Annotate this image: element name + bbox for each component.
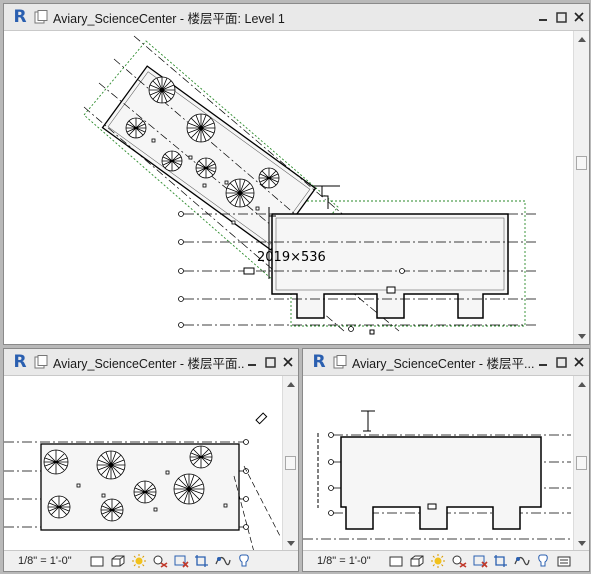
close-icon[interactable] [571, 354, 587, 370]
crop-view-icon[interactable] [471, 554, 488, 568]
main-view-title: Aviary_ScienceCenter - 楼层平面: Level 1 [53, 11, 285, 26]
bottom-right-plan-canvas[interactable] [303, 376, 573, 552]
main-view-window[interactable]: R Aviary_ScienceCenter - 楼层平面: Level 1 [3, 3, 590, 345]
detail-level-icon[interactable] [88, 554, 105, 568]
revit-logo-icon: R [312, 352, 326, 372]
view-scale[interactable]: 1/8" = 1'-0" [18, 555, 72, 567]
bottom-left-titlebar[interactable]: R Aviary_ScienceCenter - 楼层平面... [4, 349, 298, 376]
view-scale[interactable]: 1/8" = 1'-0" [317, 555, 371, 567]
visual-style-icon[interactable] [408, 554, 425, 568]
grid-bubbles [243, 439, 249, 530]
column-markers [151, 138, 260, 225]
restore-icon[interactable] [262, 354, 278, 370]
grid-bubbles [328, 432, 334, 516]
crop-region-boundary [83, 40, 526, 327]
bottom-left-plan-canvas[interactable] [4, 376, 282, 552]
scroll-thumb[interactable] [576, 456, 587, 470]
entry-marker [255, 412, 268, 425]
view-document-icon [333, 355, 347, 369]
bottom-right-titlebar[interactable]: R Aviary_ScienceCenter - 楼层平... [303, 349, 589, 376]
scroll-up-arrow-icon[interactable] [283, 378, 298, 390]
main-vertical-scrollbar[interactable] [573, 31, 589, 344]
dimension-label[interactable]: 2019×536 [257, 250, 326, 265]
temporary-hide-icon[interactable] [235, 554, 252, 568]
main-view-titlebar[interactable]: R Aviary_ScienceCenter - 楼层平面: Level 1 [4, 4, 589, 31]
temporary-hide-icon[interactable] [534, 554, 551, 568]
close-icon[interactable] [571, 9, 587, 25]
entry-features [243, 185, 396, 335]
horizontal-grid-lines [184, 213, 536, 326]
shadows-icon[interactable] [151, 554, 168, 568]
show-crop-icon[interactable] [492, 554, 509, 568]
sun-path-icon[interactable] [130, 554, 147, 568]
bottom-left-view-window[interactable]: R Aviary_ScienceCenter - 楼层平面... [3, 348, 299, 572]
minimize-icon[interactable] [535, 9, 551, 25]
restore-icon[interactable] [553, 9, 569, 25]
view-document-icon [34, 355, 48, 369]
shadows-icon[interactable] [450, 554, 467, 568]
sun-path-icon[interactable] [429, 554, 446, 568]
scroll-thumb[interactable] [576, 156, 587, 170]
scroll-down-arrow-icon[interactable] [574, 537, 589, 549]
visual-style-icon[interactable] [109, 554, 126, 568]
tree-symbols [125, 76, 280, 208]
main-floor-plan-canvas[interactable]: 2019×536 [4, 31, 573, 344]
lock-view-icon[interactable] [214, 554, 231, 568]
scroll-down-arrow-icon[interactable] [574, 330, 589, 342]
bottom-right-vertical-scrollbar[interactable] [573, 376, 589, 551]
revit-logo-icon: R [13, 7, 27, 27]
close-icon[interactable] [280, 354, 296, 370]
restore-icon[interactable] [553, 354, 569, 370]
show-crop-icon[interactable] [193, 554, 210, 568]
scroll-down-arrow-icon[interactable] [283, 537, 298, 549]
detail-level-icon[interactable] [387, 554, 404, 568]
analytical-model-icon[interactable] [555, 554, 572, 568]
diagonal-grid-ends [233, 465, 281, 552]
main-building-outline [340, 436, 542, 530]
minimize-icon[interactable] [535, 354, 551, 370]
grid-bubbles [178, 211, 405, 332]
column-markers [76, 470, 228, 512]
main-building-outline [271, 213, 509, 319]
revit-logo-icon: R [13, 352, 27, 372]
crop-view-icon[interactable] [172, 554, 189, 568]
scroll-up-arrow-icon[interactable] [574, 33, 589, 45]
tree-symbols [43, 445, 213, 522]
lock-view-icon[interactable] [513, 554, 530, 568]
bottom-left-view-control-bar: 1/8" = 1'-0" [4, 550, 298, 571]
scroll-thumb[interactable] [285, 456, 296, 470]
bottom-left-vertical-scrollbar[interactable] [282, 376, 298, 551]
bottom-right-view-control-bar: 1/8" = 1'-0" [303, 550, 589, 571]
bottom-right-title: Aviary_ScienceCenter - 楼层平... [352, 356, 535, 371]
scroll-up-arrow-icon[interactable] [574, 378, 589, 390]
bottom-left-title: Aviary_ScienceCenter - 楼层平面... [53, 356, 244, 371]
minimize-icon[interactable] [244, 354, 260, 370]
view-document-icon [34, 10, 48, 24]
entry-features [317, 410, 437, 510]
bottom-right-view-window[interactable]: R Aviary_ScienceCenter - 楼层平... 1/8" = 1… [302, 348, 590, 572]
